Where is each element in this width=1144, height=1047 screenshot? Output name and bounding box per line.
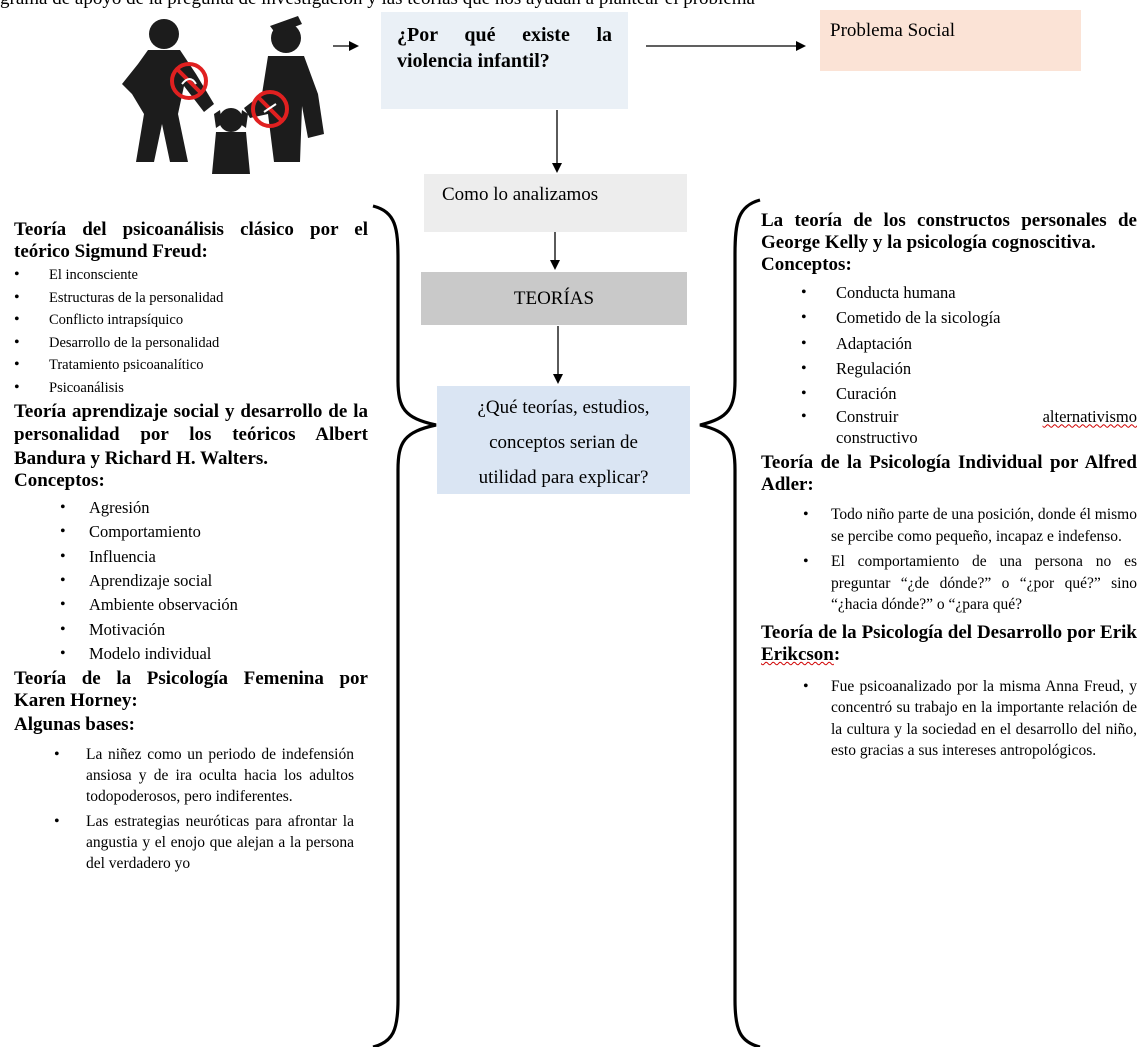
theories-question-box: ¿Qué teorías, estudios, conceptos serian…: [437, 386, 690, 494]
list-item: Fue psicoanalizado por la misma Anna Fre…: [761, 676, 1137, 762]
list-item: Aprendizaje social: [14, 569, 368, 594]
theories-question-line: ¿Qué teorías, estudios,: [477, 397, 650, 418]
left-brace: [372, 204, 437, 1047]
erikson-title-text: Teoría de la Psicología del Desarrollo p…: [761, 621, 1137, 643]
list-item: Desarrollo de la personalidad: [14, 332, 368, 355]
list-item: Estructuras de la personalidad: [14, 287, 368, 310]
list-item: El inconsciente: [14, 264, 368, 287]
kelly-item-constructivo: constructivo: [836, 428, 918, 448]
right-brace: [699, 198, 761, 1047]
list-item: Cometido de la sicología: [761, 305, 1137, 331]
erikson-items-list: Fue psicoanalizado por la misma Anna Fre…: [761, 676, 1137, 762]
kelly-concepts-list: Conducta humana Cometido de la sicología…: [761, 280, 1137, 448]
adler-theory-title: Teoría de la Psicología Individual por A…: [761, 452, 1137, 496]
horney-bases-list: La niñez como un periodo de indefensión …: [14, 744, 354, 874]
header-fragment: grama de apoyo de la pregunta de investi…: [0, 0, 755, 10]
list-item: Construir alternativismo constructivo: [761, 406, 1137, 448]
list-item: Regulación: [761, 356, 1137, 382]
adler-items-list: Todo niño parte de una posición, donde é…: [761, 504, 1137, 616]
right-theories-column: La teoría de los constructos personales …: [761, 210, 1137, 766]
freud-theory-title: Teoría del psicoanálisis clásico por el …: [14, 219, 368, 262]
list-item: Motivación: [14, 618, 368, 643]
theories-question-line: utilidad para explicar?: [478, 467, 649, 488]
list-item: La niñez como un periodo de indefensión …: [14, 744, 354, 807]
erikson-name: Erikcson: [761, 643, 834, 665]
list-item: Todo niño parte de una posición, donde é…: [761, 504, 1137, 547]
erikson-colon: :: [833, 643, 841, 665]
bandura-theory-title: Teoría aprendizaje social y desarrollo d…: [14, 400, 368, 469]
kelly-concepts-label: Conceptos:: [761, 254, 852, 275]
list-item: Conducta humana: [761, 280, 1137, 306]
left-theories-column: Teoría del psicoanálisis clásico por el …: [14, 219, 368, 878]
list-item: Curación: [761, 381, 1137, 407]
kelly-item-construir: Construir: [836, 407, 899, 427]
erikson-theory-title: Teoría de la Psicología del Desarrollo p…: [761, 622, 1137, 666]
list-item: Ambiente observación: [14, 593, 368, 618]
list-item: Influencia: [14, 545, 368, 570]
list-item: El comportamiento de una persona no es p…: [761, 551, 1137, 616]
horney-bases-label: Algunas bases:: [14, 714, 135, 736]
social-problem-box: Problema Social: [820, 10, 1081, 71]
horney-theory-title: Teoría de la Psicología Femenina por Kar…: [14, 668, 368, 712]
list-item: Modelo individual: [14, 642, 368, 667]
research-question-box: ¿Por qué existe la violencia infantil?: [381, 12, 628, 109]
list-item: Psicoanálisis: [14, 377, 368, 400]
list-item: Comportamiento: [14, 520, 368, 545]
kelly-item-alternativismo: alternativismo: [1042, 407, 1137, 427]
freud-concepts-list: El inconsciente Estructuras de la person…: [14, 264, 368, 400]
list-item: Tratamiento psicoanalítico: [14, 354, 368, 377]
illustration-child-violence: [122, 16, 324, 174]
theories-box: TEORÍAS: [421, 272, 687, 325]
bandura-concepts-label: Conceptos:: [14, 470, 105, 492]
bandura-concepts-list: Agresión Comportamiento Influencia Apren…: [14, 496, 368, 666]
list-item: Conflicto intrapsíquico: [14, 309, 368, 332]
list-item: Las estrategias neuróticas para afrontar…: [14, 811, 354, 874]
analysis-box: Como lo analizamos: [424, 174, 687, 232]
theories-question-line: conceptos serian de: [489, 432, 638, 453]
list-item: Agresión: [14, 496, 368, 521]
kelly-theory-title: La teoría de los constructos personales …: [761, 210, 1137, 253]
list-item: Adaptación: [761, 331, 1137, 357]
